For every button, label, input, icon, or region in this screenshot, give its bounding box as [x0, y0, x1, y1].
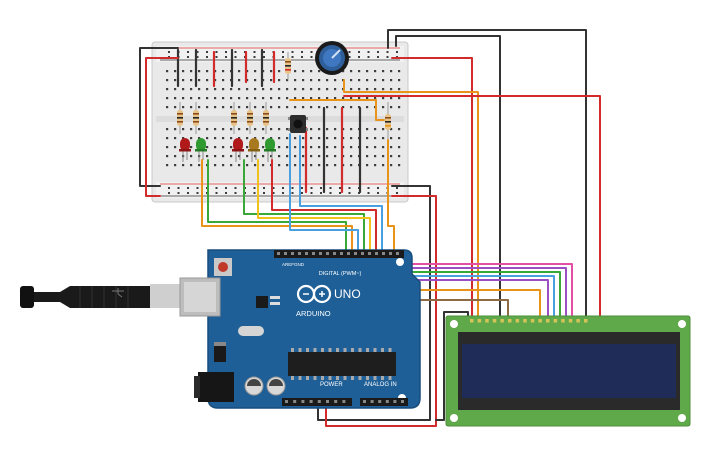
led-red: [232, 138, 244, 162]
reset-button-icon: [214, 258, 232, 276]
led-yellow: [248, 138, 260, 162]
power-header: [285, 400, 404, 403]
arduino-logo: [296, 284, 332, 304]
lcd-module: [445, 315, 691, 427]
breadboard: [151, 41, 409, 203]
led-green: [264, 138, 276, 162]
usb-cable-icon: [20, 277, 221, 317]
resistor: [177, 102, 183, 134]
regulator: [214, 346, 226, 362]
capacitors: [244, 376, 286, 396]
brand-label: ARDUINO: [296, 309, 331, 318]
usb-chip: [256, 296, 268, 308]
resistors: [177, 52, 391, 140]
power-label: POWER: [320, 382, 343, 388]
resistor: [285, 52, 291, 80]
resistor: [231, 102, 237, 134]
lcd-header: [470, 319, 588, 323]
gnd-label: GND: [294, 262, 305, 267]
led-green: [195, 138, 207, 162]
resistor: [263, 102, 269, 134]
potentiometer-icon: [315, 41, 349, 75]
resistor: [193, 102, 199, 134]
arduino-uno-board: DIGITAL (PWM~) AREF GND UNO ARDUINO: [207, 249, 421, 409]
led-red: [179, 138, 191, 162]
resistor: [247, 102, 253, 134]
lcd-screen: [462, 344, 676, 398]
leds: [179, 138, 276, 162]
pushbutton-icon: [288, 115, 308, 133]
model-label: UNO: [334, 287, 361, 301]
analog-label: ANALOG IN: [364, 382, 397, 388]
breadboard-jumpers: [176, 48, 362, 194]
dc-jack-icon: [194, 372, 234, 402]
crystal: [238, 326, 264, 336]
digital-label: DIGITAL (PWM~): [319, 271, 362, 277]
digital-header: [277, 252, 399, 255]
aref-label: AREF: [282, 262, 294, 267]
resistor: [385, 102, 391, 140]
breadboard-holes: [166, 51, 401, 194]
atmega-chip: [288, 348, 396, 380]
